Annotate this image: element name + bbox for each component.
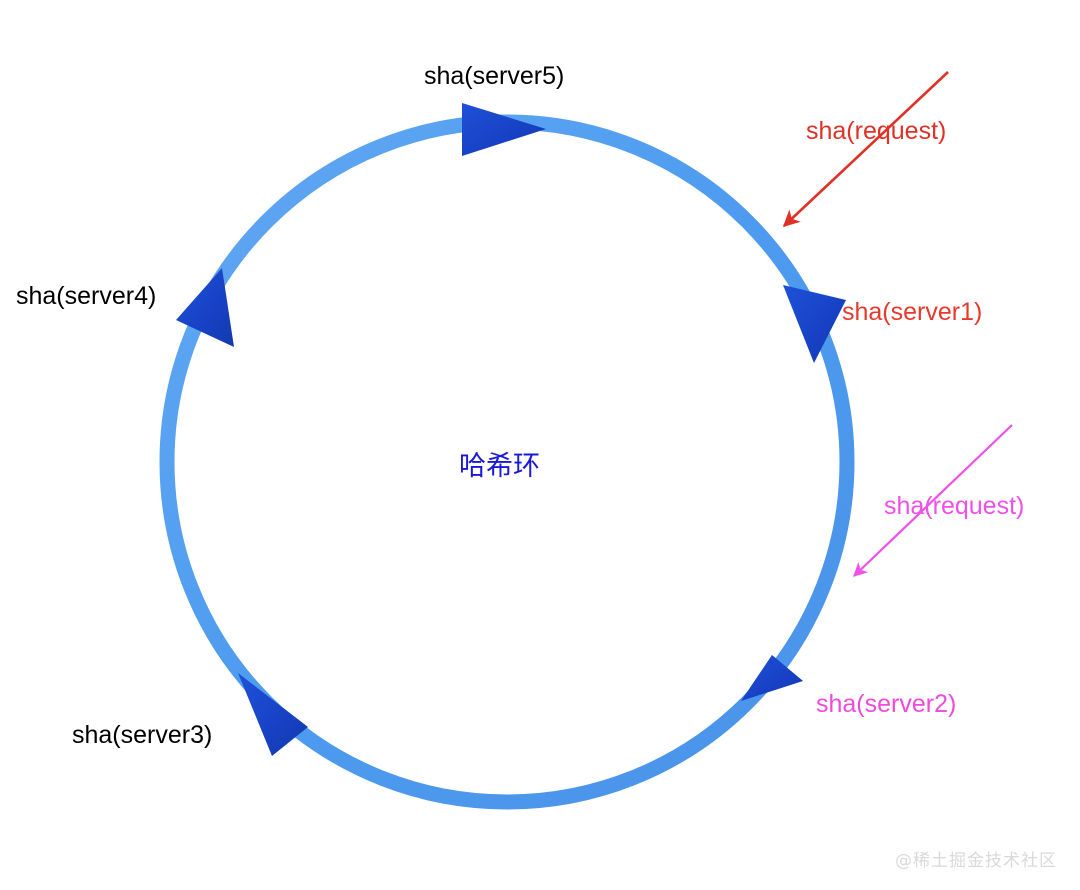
hash-ring-center-label: 哈希环 — [459, 451, 540, 482]
node-marker-server4 — [176, 268, 234, 347]
watermark: @稀土掘金技术社区 — [895, 851, 1057, 871]
node-marker-server1 — [783, 285, 846, 363]
request-label-magenta: sha(request) — [884, 492, 1025, 520]
node-label-server1: sha(server1) — [842, 298, 983, 326]
request-arrow-red — [782, 71, 949, 228]
node-label-server4: sha(server4) — [16, 282, 157, 310]
request-label-red: sha(request) — [806, 117, 947, 145]
node-marker-server3 — [238, 673, 308, 756]
node-label-server2: sha(server2) — [816, 690, 957, 718]
request-arrow-magenta — [853, 424, 1013, 577]
node-marker-server5 — [462, 103, 546, 156]
node-marker-server2 — [741, 655, 803, 701]
node-label-server5: sha(server5) — [424, 62, 565, 90]
node-label-server3: sha(server3) — [72, 721, 213, 749]
